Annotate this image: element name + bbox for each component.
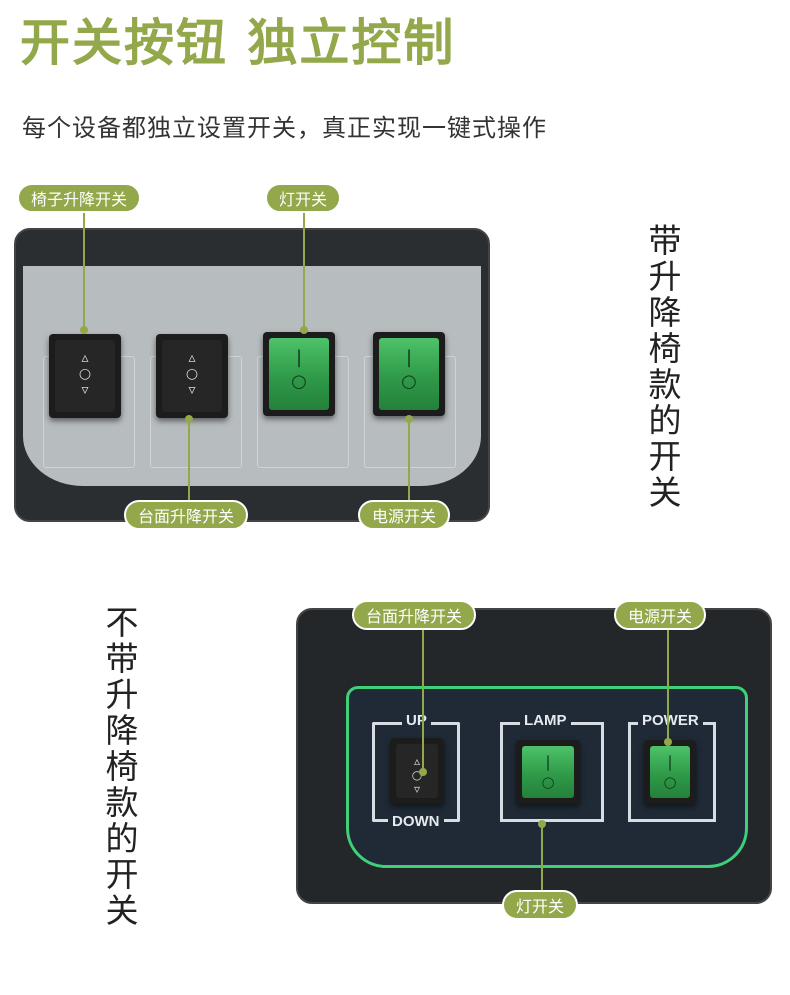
label-up: UP <box>402 712 431 729</box>
side-label-with-lift-chair: 带升降椅款的开关 <box>648 221 682 512</box>
chair-lift-rocker-switch[interactable]: ▵○▿ <box>49 334 121 418</box>
leader-dot <box>538 820 546 828</box>
leader-dot <box>419 768 427 776</box>
power-rocker-switch[interactable]: |○ <box>373 332 445 416</box>
on-off-symbol-icon: |○ <box>269 338 329 410</box>
callout-power-switch-bottom: 电源开关 <box>614 600 707 630</box>
callout-table-lift-switch: 台面升降开关 <box>124 500 249 530</box>
up-down-symbol-icon: ▵○▿ <box>162 340 222 412</box>
page-subtitle: 每个设备都独立设置开关，真正实现一键式操作 <box>22 114 547 142</box>
page-title: 开关按钮 独立控制 <box>20 14 456 72</box>
callout-table-lift-switch-bottom: 台面升降开关 <box>352 600 477 630</box>
leader-line <box>422 630 424 770</box>
up-down-symbol-icon: ▵○▿ <box>55 340 115 412</box>
callout-chair-lift-switch: 椅子升降开关 <box>17 183 142 213</box>
callout-light-switch: 灯开关 <box>265 183 342 213</box>
leader-line <box>303 212 305 330</box>
lamp-rocker-switch[interactable]: |○ <box>516 740 580 804</box>
leader-line <box>83 212 85 330</box>
label-lamp: LAMP <box>520 712 571 729</box>
leader-dot <box>300 326 308 334</box>
callout-power-switch: 电源开关 <box>358 500 451 530</box>
label-down: DOWN <box>388 813 444 830</box>
leader-dot <box>80 326 88 334</box>
switch-panel-with-lift-chair: ▵○▿ ▵○▿ |○ |○ <box>14 228 490 522</box>
switch-panel-without-lift-chair: UP DOWN ▵○▿ LAMP |○ POWER |○ <box>296 608 772 904</box>
on-off-symbol-icon: |○ <box>522 746 574 798</box>
side-label-without-lift-chair: 不带升降椅款的开关 <box>105 603 139 930</box>
table-lift-rocker-switch[interactable]: ▵○▿ <box>390 738 444 804</box>
leader-line <box>667 630 669 742</box>
table-lift-rocker-switch[interactable]: ▵○▿ <box>156 334 228 418</box>
leader-dot <box>185 415 193 423</box>
callout-light-switch-bottom: 灯开关 <box>502 890 579 920</box>
label-power: POWER <box>638 712 703 729</box>
light-rocker-switch[interactable]: |○ <box>263 332 335 416</box>
leader-line <box>541 824 543 894</box>
leader-dot <box>664 738 672 746</box>
leader-dot <box>405 415 413 423</box>
leader-line <box>188 418 190 502</box>
on-off-symbol-icon: |○ <box>650 746 690 798</box>
leader-line <box>408 418 410 502</box>
up-down-symbol-icon: ▵○▿ <box>396 744 438 798</box>
on-off-symbol-icon: |○ <box>379 338 439 410</box>
power-rocker-switch[interactable]: |○ <box>644 740 696 804</box>
